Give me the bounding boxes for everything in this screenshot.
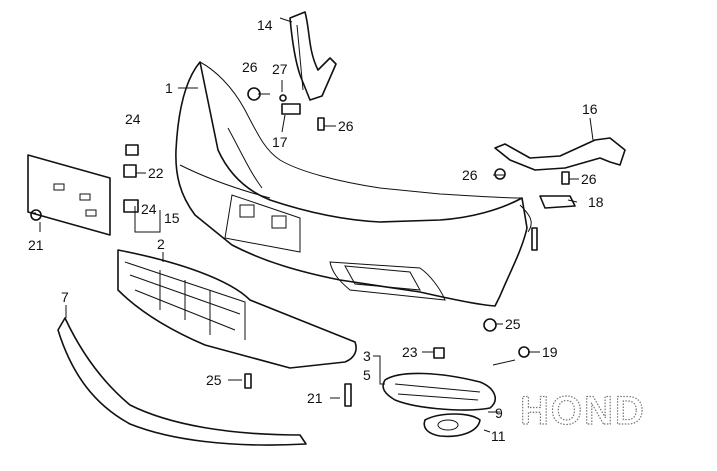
watermark-text: HOND	[520, 389, 646, 433]
fog-cover	[423, 413, 481, 438]
callout-7: 7	[61, 289, 69, 305]
upper-bracket	[289, 11, 337, 101]
callout-labels: 1 2 3 5 7 9 11 14 15 16 17 18 19 21 21 2…	[28, 17, 604, 444]
callout-5: 5	[363, 367, 371, 383]
callout-21-a: 21	[28, 237, 44, 253]
callout-14: 14	[257, 17, 273, 33]
fog-garnish	[382, 372, 496, 411]
callout-23: 23	[402, 344, 418, 360]
callout-26-c: 26	[462, 167, 478, 183]
leader-lines	[30, 17, 594, 433]
callout-22: 22	[148, 165, 164, 181]
callout-27: 27	[272, 61, 288, 77]
front-bumper-face	[175, 61, 532, 307]
callout-9: 9	[495, 405, 503, 421]
callout-15: 15	[164, 210, 180, 226]
callout-25-b: 25	[206, 372, 222, 388]
callout-25-a: 25	[505, 316, 521, 332]
callout-19: 19	[542, 344, 558, 360]
bumper-absorber	[117, 249, 357, 369]
lower-lip	[57, 317, 307, 446]
license-plate-base	[27, 154, 111, 236]
callout-26-b: 26	[338, 118, 354, 134]
callout-26-a: 26	[242, 59, 258, 75]
callout-24-b: 24	[141, 201, 157, 217]
callout-17: 17	[272, 134, 288, 150]
callout-21-b: 21	[307, 390, 323, 406]
callout-1: 1	[165, 80, 173, 96]
callout-18: 18	[588, 194, 604, 210]
callout-26-d: 26	[581, 171, 597, 187]
callout-2: 2	[157, 236, 165, 252]
callout-24-a: 24	[125, 111, 141, 127]
callout-16: 16	[582, 101, 598, 117]
side-bracket	[494, 137, 626, 171]
callout-11: 11	[491, 428, 506, 444]
clip-bracket	[539, 195, 576, 209]
callout-3: 3	[363, 348, 371, 364]
